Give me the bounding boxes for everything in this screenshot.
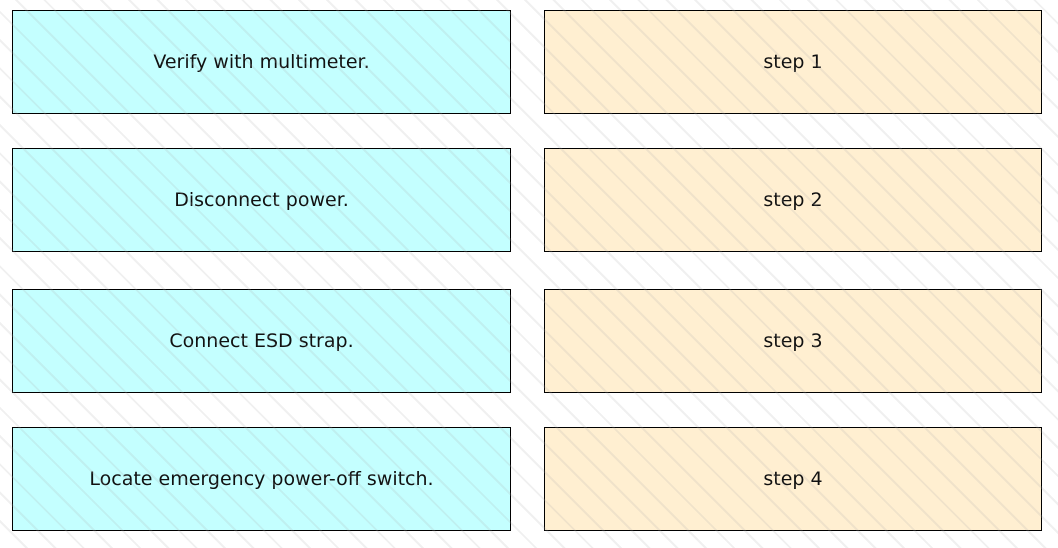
source-item-disconnect-power[interactable]: Disconnect power. [12,148,511,252]
target-slot-label: step 1 [763,51,823,73]
target-slot-label: step 4 [763,468,823,490]
source-item-locate-epo-switch[interactable]: Locate emergency power-off switch. [12,427,511,531]
target-slot-label: step 3 [763,330,823,352]
source-item-label: Disconnect power. [174,189,349,211]
target-slot-step-4[interactable]: step 4 [544,427,1042,531]
source-item-label: Connect ESD strap. [169,330,354,352]
source-item-label: Locate emergency power-off switch. [89,468,434,490]
target-slot-step-3[interactable]: step 3 [544,289,1042,393]
target-slot-label: step 2 [763,189,823,211]
target-slot-step-2[interactable]: step 2 [544,148,1042,252]
source-item-label: Verify with multimeter. [153,51,370,73]
source-item-connect-esd-strap[interactable]: Connect ESD strap. [12,289,511,393]
target-slot-step-1[interactable]: step 1 [544,10,1042,114]
source-item-verify-multimeter[interactable]: Verify with multimeter. [12,10,511,114]
